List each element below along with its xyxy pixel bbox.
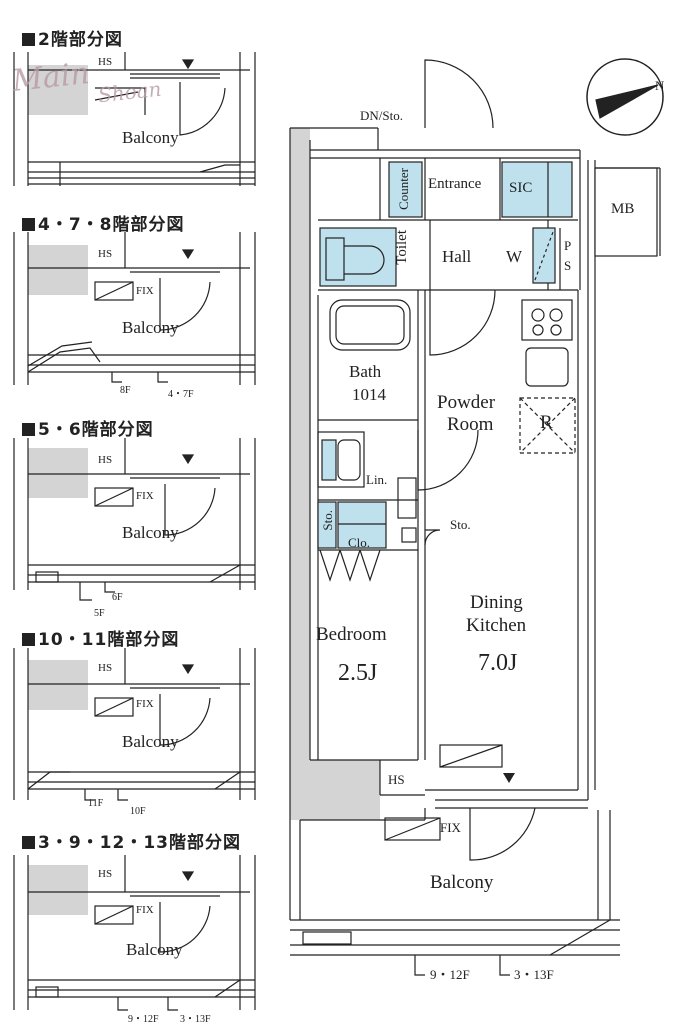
linen-label: Lin. [366, 472, 388, 487]
floor-label: 9・12F [128, 1014, 159, 1025]
entrance-label: Entrance [428, 176, 482, 192]
fix-label: FIX [440, 820, 461, 835]
ps-label-s: S [564, 258, 572, 273]
floor-label: 11F [88, 798, 104, 809]
bedroom-label: Bedroom [316, 624, 387, 645]
variant-heading-3-9-12-13f: 3・9・12・13階部分図 [22, 828, 241, 853]
hs-label: HS [98, 248, 113, 260]
variant-drawing-4-7-8f [13, 232, 256, 385]
variant-heading-4-7-8f: 4・7・8階部分図 [22, 210, 185, 235]
dining-kitchen-size: 7.0J [478, 650, 518, 676]
balcony-label: Balcony [122, 732, 179, 751]
variant-heading-10-11f: 10・11階部分図 [22, 625, 179, 650]
floor-label: 9・12F [430, 967, 470, 982]
balcony-label: Balcony [122, 523, 179, 542]
sic-label: SIC [509, 180, 533, 196]
hall-label: Hall [442, 247, 472, 266]
balcony-label: Balcony [126, 940, 183, 959]
floor-label: 6F [112, 592, 123, 603]
floor-label: 3・13F [514, 967, 554, 982]
floor-label: 4・7F [168, 389, 194, 400]
closet-label: Clo. [348, 535, 371, 550]
bath-label: Bath [349, 362, 382, 381]
storage-small-label: Sto. [320, 510, 335, 531]
hs-label: HS [98, 868, 113, 880]
balcony-label: Balcony [122, 318, 179, 337]
storage-label: Sto. [450, 517, 471, 532]
fix-label: FIX [136, 904, 154, 916]
variant-drawing-5-6f [13, 438, 256, 601]
dn-sto-label: DN/Sto. [360, 108, 403, 123]
w-label: W [506, 247, 523, 266]
refrigerator-label: R [540, 412, 553, 433]
window-arrow-icon [503, 773, 515, 783]
bath-size-label: 1014 [352, 385, 386, 404]
main-plan-fixtures [317, 161, 576, 841]
floor-label: 10F [130, 806, 146, 817]
dining-kitchen-label-1: Dining [470, 592, 523, 613]
fix-label: FIX [136, 490, 154, 502]
dining-kitchen-label-2: Kitchen [466, 615, 527, 636]
compass-north-label: N [655, 78, 665, 93]
variant-drawing-10-11f [13, 648, 256, 801]
toilet-label: Toilet [394, 230, 410, 265]
main-plan-doors [319, 59, 536, 861]
variant-drawing-2f [13, 52, 256, 186]
counter-label: Counter [396, 168, 411, 210]
fix-label: FIX [136, 698, 154, 710]
floor-label: 5F [94, 608, 105, 619]
compass-icon [586, 58, 664, 136]
hs-label: HS [98, 454, 113, 466]
hs-label: HS [388, 772, 405, 787]
balcony-label: Balcony [122, 128, 179, 147]
variant-drawing-3-9-12-13f [13, 855, 256, 1011]
variant-heading-5-6f: 5・6階部分図 [22, 415, 154, 440]
ps-label-p: P [564, 238, 572, 253]
hs-label: HS [98, 56, 113, 68]
floor-label: 3・13F [180, 1014, 211, 1025]
fix-label: FIX [136, 285, 154, 297]
hs-label: HS [98, 662, 113, 674]
powder-room-label-2: Room [447, 414, 494, 435]
mb-label: MB [611, 201, 635, 217]
bedroom-size: 2.5J [338, 660, 378, 686]
floor-label: 8F [120, 385, 131, 396]
variant-heading-2f: 2階部分図 [22, 25, 123, 50]
balcony-label: Balcony [430, 872, 494, 893]
powder-room-label-1: Powder [437, 392, 496, 413]
